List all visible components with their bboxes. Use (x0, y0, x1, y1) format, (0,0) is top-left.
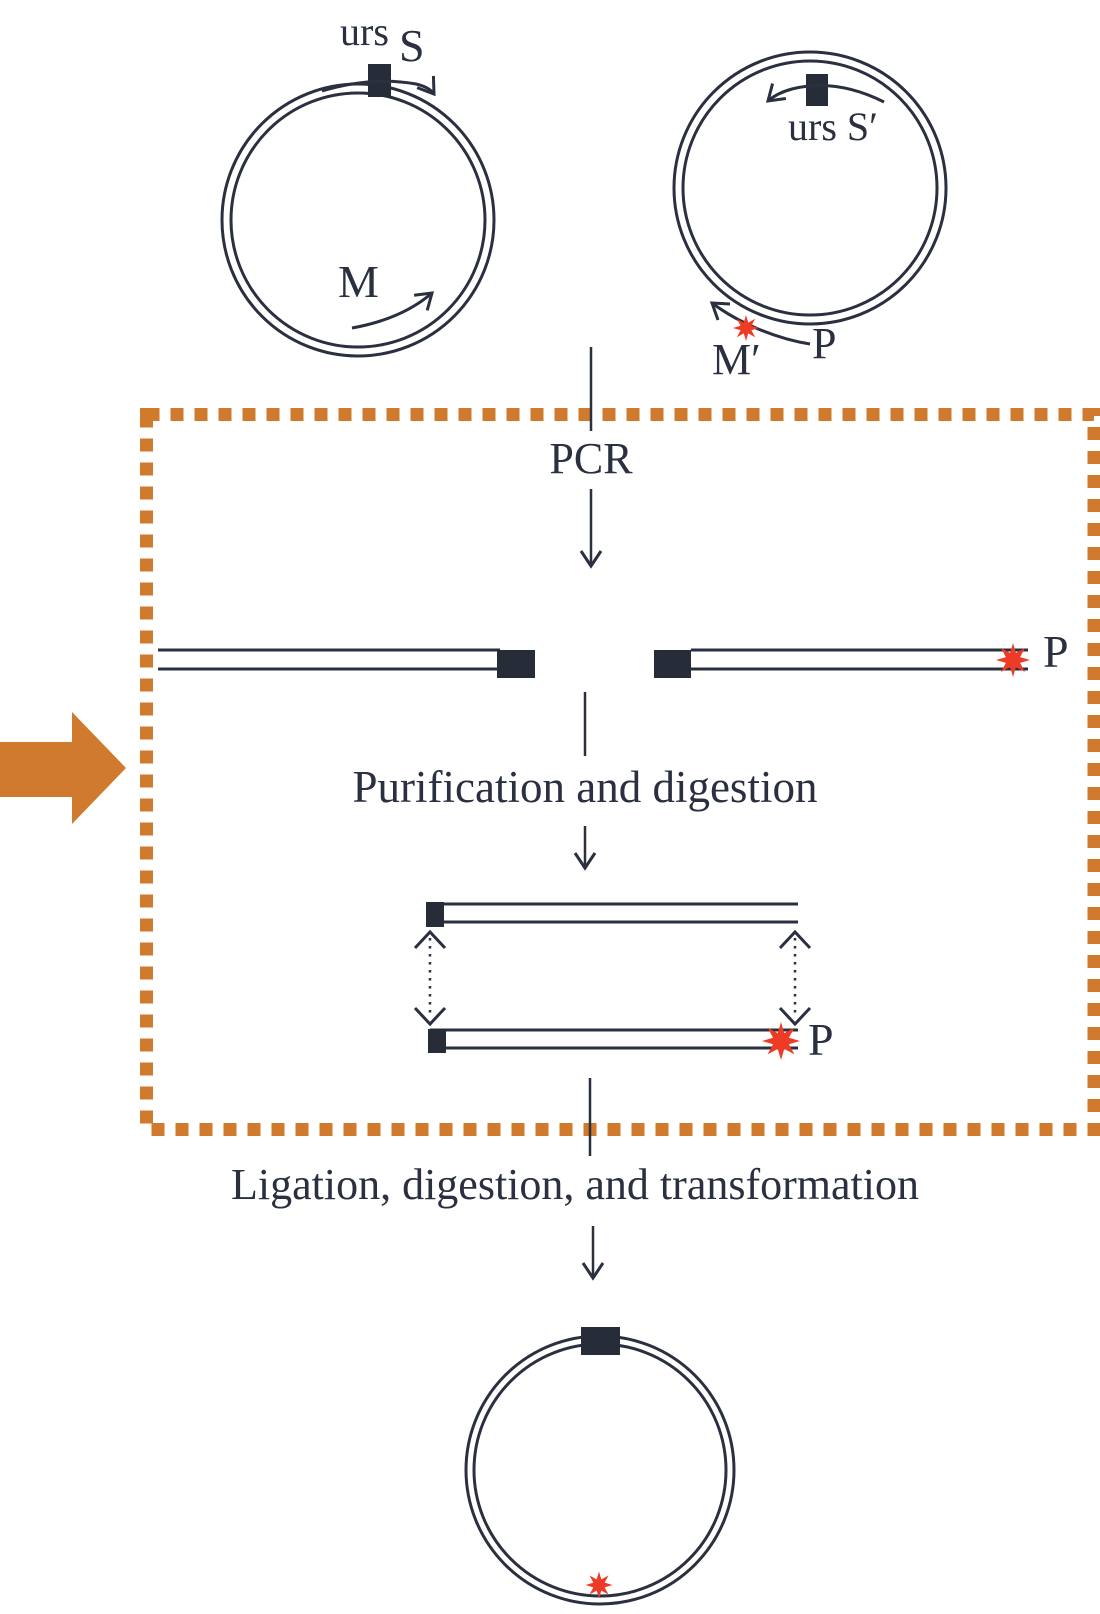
label-phosphate-p-plasmid: P (812, 319, 837, 368)
target-site-marker (806, 74, 828, 106)
plasmid-outer-ring (464, 1334, 736, 1606)
primer-mprime-arrow-icon (709, 301, 811, 346)
step-label-purification: Purification and digestion (352, 762, 818, 812)
pcr-product-fragments (158, 643, 1030, 678)
primer-s-arrow-icon (321, 75, 436, 97)
primer-m-arrow-icon (351, 291, 435, 330)
chevron-down-icon (778, 1006, 812, 1027)
sticky-end-marker (426, 902, 444, 927)
label-primer-s: S (399, 20, 425, 71)
dashed-step-box-border (140, 408, 1100, 1136)
plasmid-outer-ring (220, 82, 496, 358)
chevron-down-icon (413, 1006, 447, 1027)
phosphate-star-icon (996, 643, 1030, 677)
label-primer-m: M (338, 256, 379, 307)
plasmid-inner-ring (229, 91, 487, 349)
plasmid-reverse-sprime-mprime (672, 50, 948, 346)
annealing-double-arrows (413, 929, 812, 1027)
step-label-pcr: PCR (549, 434, 633, 483)
label-gene-urs-left: urs (340, 9, 389, 54)
label-gene-urs-sprime: urs S′ (788, 104, 878, 149)
orange-pointer-arrow-icon (0, 712, 126, 824)
target-site-marker (497, 650, 535, 678)
chevron-up-icon (778, 929, 812, 950)
digested-fragments (426, 902, 800, 1060)
phosphate-star-icon (585, 1571, 613, 1599)
primer-sprime-arrow-icon (765, 83, 885, 104)
step-label-ligation: Ligation, digestion, and transformation (231, 1160, 919, 1209)
target-site-marker (654, 650, 691, 678)
plasmid-final-product (464, 1327, 736, 1606)
plasmid-inner-ring (472, 1342, 728, 1598)
plasmid-inner-ring (681, 59, 939, 317)
plasmid-template-s-m (220, 64, 496, 358)
phosphate-star-icon (762, 1022, 800, 1060)
label-primer-mprime: M′ (712, 335, 761, 384)
sticky-end-marker (428, 1029, 446, 1053)
label-phosphate-p-fragment: P (1043, 626, 1069, 677)
target-site-marker (581, 1327, 620, 1355)
chevron-up-icon (413, 929, 447, 950)
plasmid-outer-ring (672, 50, 948, 326)
label-phosphate-p-digested: P (808, 1014, 834, 1065)
